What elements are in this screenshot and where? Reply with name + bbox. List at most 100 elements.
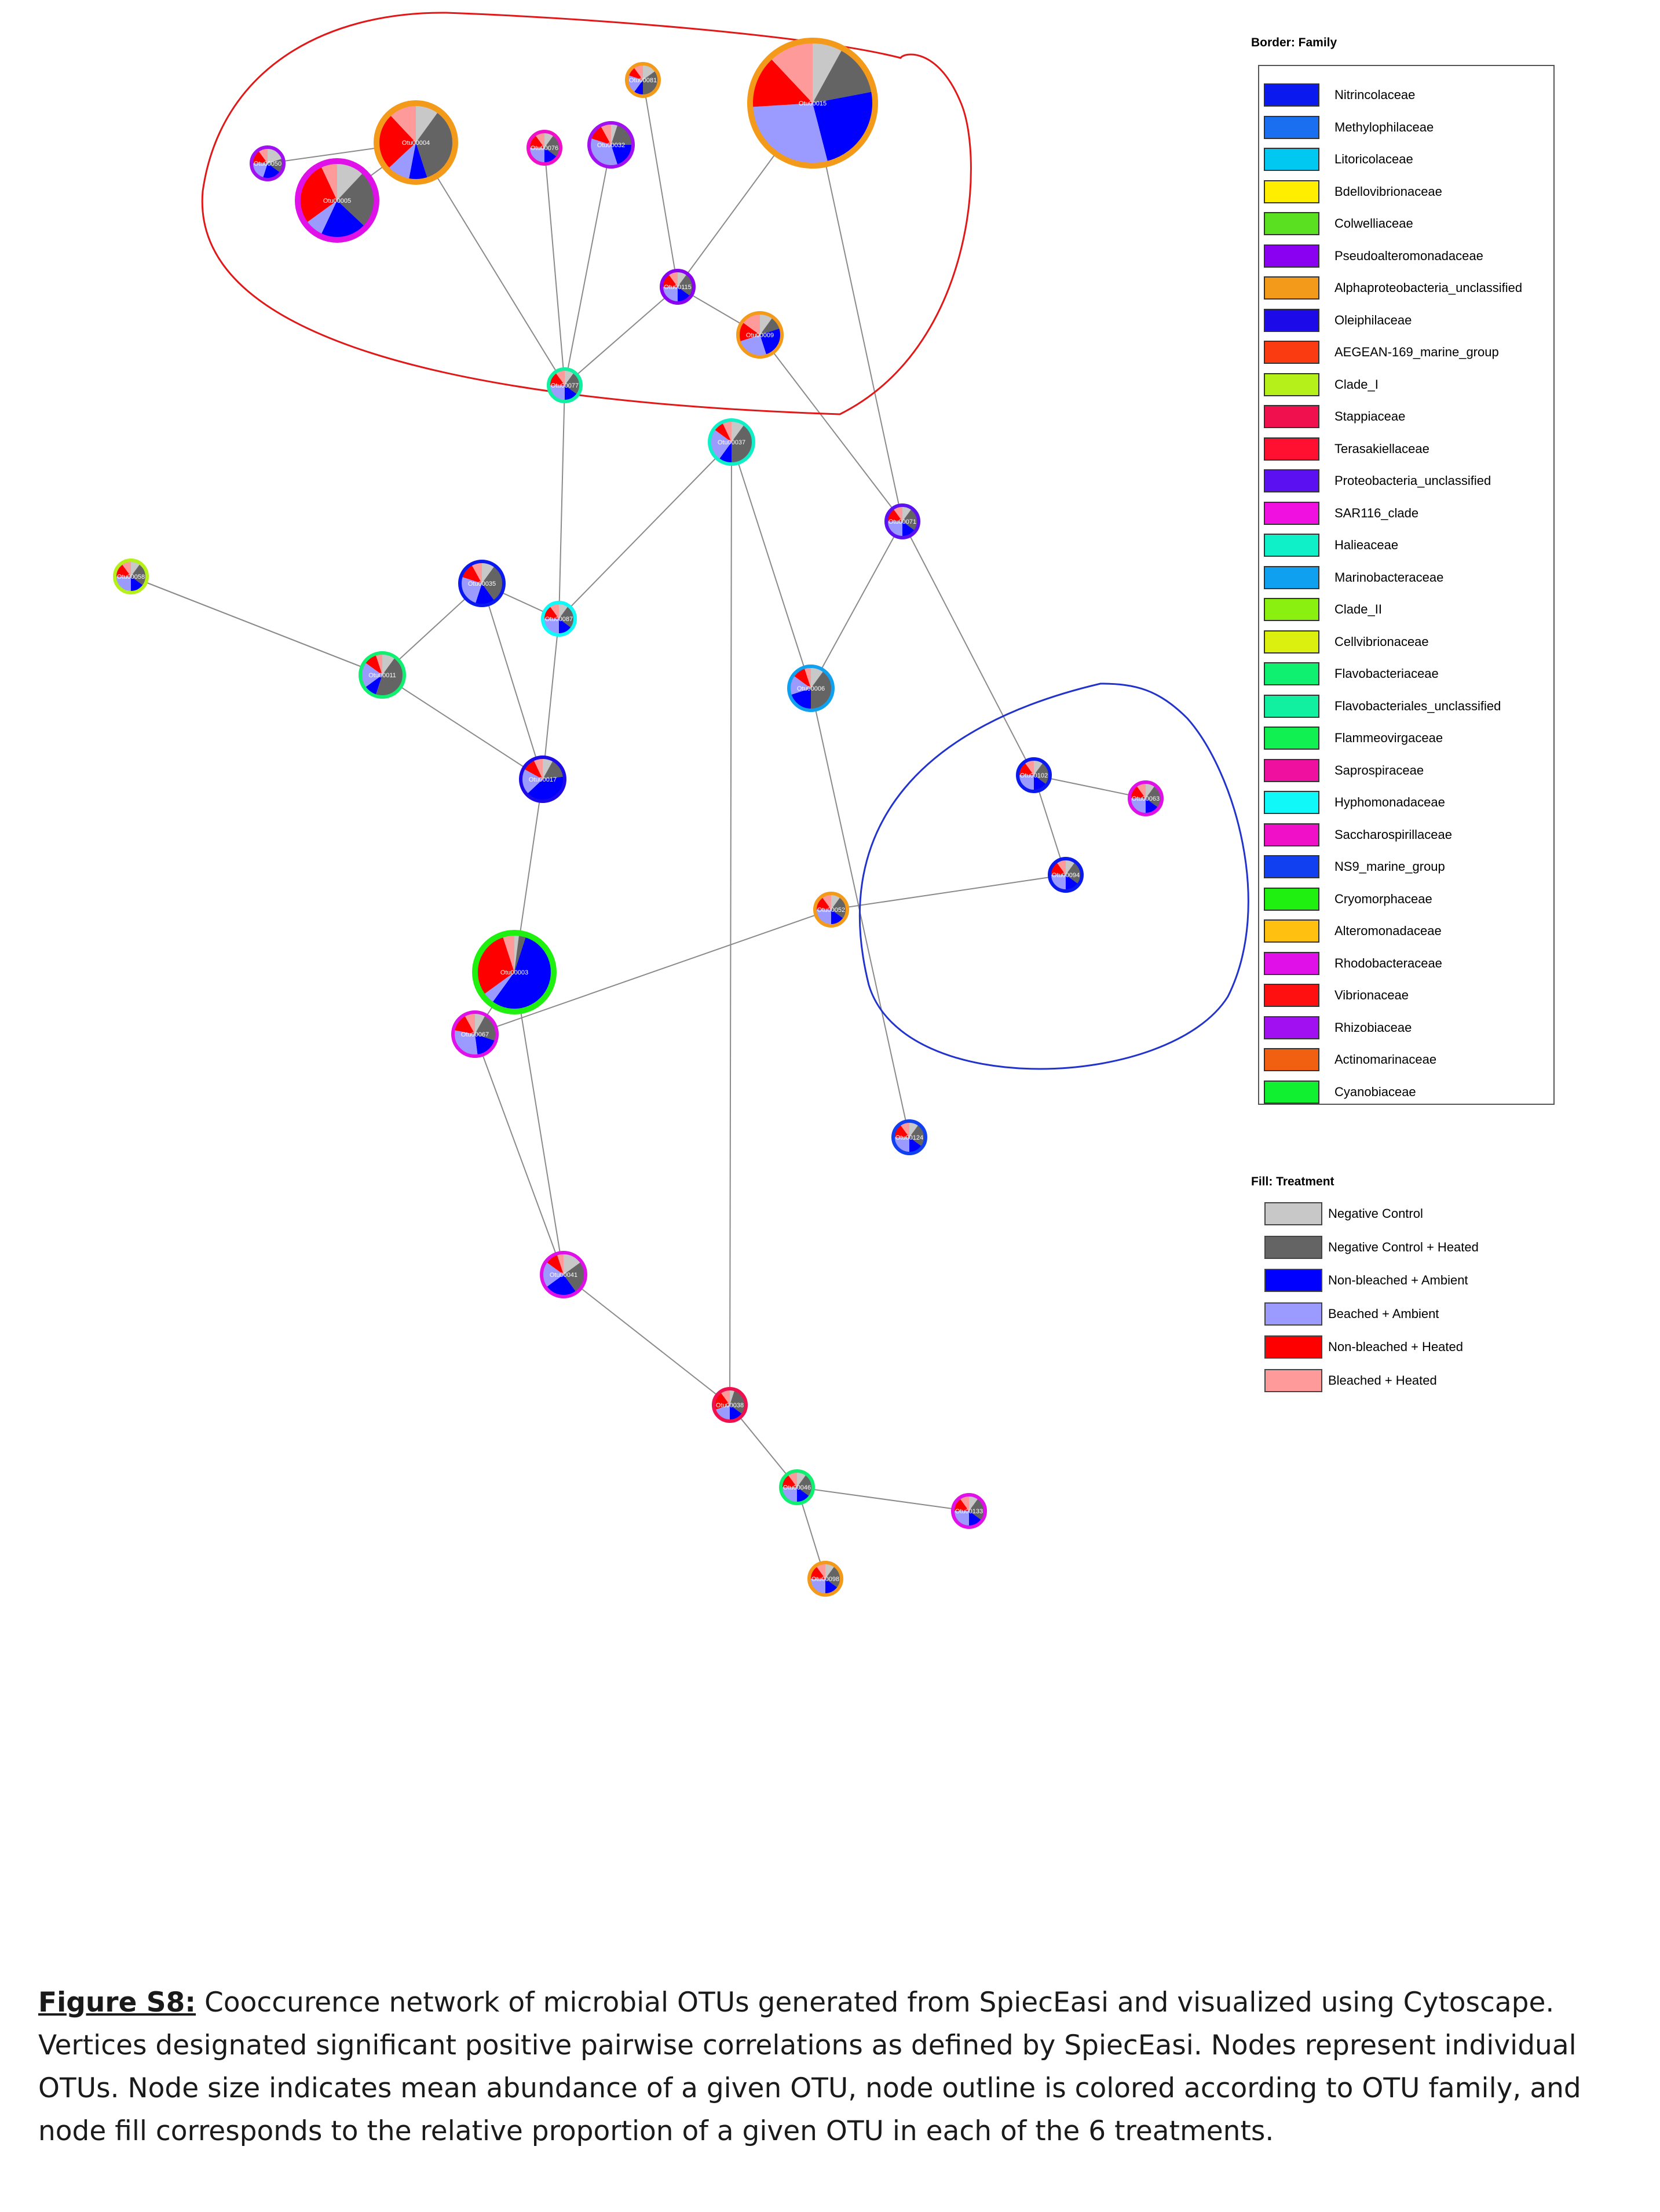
network-edge (558, 385, 565, 619)
pie-slice (115, 576, 131, 593)
fill-legend-item: Non-bleached + Ambient (1264, 1269, 1468, 1292)
pie-slice (893, 1137, 909, 1154)
otu-node: Otu00017 (519, 755, 566, 803)
pie-slice (305, 200, 337, 236)
pie-slice (813, 41, 843, 103)
network-edge (564, 286, 678, 386)
node-border (587, 121, 635, 169)
network-edge (810, 521, 903, 689)
family-legend-item: SAR116_clade (1264, 501, 1418, 525)
family-legend-label: Actinomarinaceae (1334, 1052, 1437, 1067)
family-legend-item: Marinobacteraceae (1264, 565, 1443, 589)
family-legend-label: NS9_marine_group (1334, 859, 1445, 874)
family-legend-item: Flammeovirgaceae (1264, 727, 1443, 750)
network-edge (514, 972, 564, 1275)
pie-slice (1050, 875, 1066, 891)
pie-slice (258, 147, 268, 163)
node-border (708, 418, 755, 466)
family-legend-label: Terasakiellaceae (1334, 441, 1429, 456)
pie-slice (1146, 782, 1156, 798)
family-legend-swatch (1264, 1016, 1319, 1039)
family-legend-swatch (1264, 887, 1319, 911)
node-border (747, 38, 878, 169)
family-legend-label: Rhizobiaceae (1334, 1020, 1412, 1035)
pie-slice (360, 662, 382, 688)
pie-slice (789, 675, 811, 695)
family-legend-swatch (1264, 565, 1319, 589)
node-label: Otu00098 (811, 1576, 839, 1583)
family-legend-item: Hyphomonadaceae (1264, 791, 1445, 814)
family-legend-swatch (1264, 662, 1319, 685)
node-label: Otu00087 (545, 616, 573, 623)
otu-node: Otu00076 (526, 130, 562, 166)
fill-legend-label: Bleached + Heated (1328, 1373, 1437, 1388)
pie-slice (482, 565, 504, 601)
otu-node: Otu00032 (587, 121, 635, 169)
family-legend-label: Flammeovirgaceae (1334, 731, 1443, 745)
family-legend-label: Oleiphilaceae (1334, 312, 1412, 327)
network-edge (902, 521, 1034, 776)
pie-slice (611, 145, 633, 166)
node-label: Otu00037 (718, 439, 745, 446)
family-legend-item: Saccharospirillaceae (1264, 823, 1452, 846)
pie-slice (268, 158, 284, 173)
network-edge (415, 142, 565, 386)
family-legend-item: Alteromonadaceae (1264, 919, 1442, 943)
family-legend-item: Methylophilaceae (1264, 115, 1434, 139)
pie-slice (969, 1495, 979, 1511)
node-label: Otu00115 (664, 284, 692, 291)
family-legend-label: Hyphomonadaceae (1334, 795, 1445, 809)
pie-slice (514, 933, 520, 972)
node-label: Otu00041 (550, 1272, 577, 1279)
family-legend-label: Clade_I (1334, 377, 1379, 392)
family-legend-item: AEGEAN-169_marine_group (1264, 341, 1499, 364)
family-legend-label: Colwelliaceae (1334, 216, 1413, 231)
family-legend-swatch (1264, 469, 1319, 492)
family-legend-swatch (1264, 373, 1319, 396)
family-legend-item: Nitrincolaceae (1264, 83, 1415, 107)
pie-slice (787, 1471, 797, 1487)
network-edge (1033, 775, 1146, 799)
pie-slice (902, 508, 919, 531)
pie-slice (718, 442, 732, 464)
pie-slice (797, 1471, 807, 1487)
pie-slice (549, 603, 559, 619)
node-border (660, 269, 696, 305)
node-border (1048, 857, 1084, 893)
otu-node: Otu00009 (736, 311, 784, 359)
pie-slice (668, 271, 678, 287)
caption-text: Cooccurence network of microbial OTUs ge… (38, 1987, 1581, 2147)
node-label: Otu00063 (1132, 795, 1160, 802)
pie-slice (298, 165, 337, 224)
node-label: Otu00003 (500, 969, 528, 976)
node-border (526, 130, 562, 166)
otu-node: Otu00006 (787, 665, 835, 712)
node-border (374, 100, 458, 185)
pie-slice (969, 1498, 986, 1521)
pie-slice (678, 271, 688, 287)
fill-legend-swatch (1264, 1269, 1322, 1292)
family-legend-swatch (1264, 598, 1319, 621)
family-legend-item: Clade_I (1264, 373, 1379, 396)
pie-slice (760, 313, 773, 335)
network-edge (796, 1487, 970, 1512)
pie-slice (714, 422, 732, 442)
family-legend-swatch (1264, 276, 1319, 300)
node-label: Otu00017 (529, 776, 557, 783)
otu-node: Otu00003 (472, 930, 557, 1014)
otu-node: Otu00050 (250, 145, 286, 181)
family-legend-swatch (1264, 791, 1319, 814)
pie-slice (714, 1405, 730, 1421)
family-legend-label: Saccharospirillaceae (1334, 827, 1452, 842)
otu-node: Otu00063 (1128, 780, 1164, 816)
node-label: Otu00004 (402, 140, 430, 147)
network-nodes: Otu00015Otu00004Otu00005Otu00003Otu00032… (113, 38, 1164, 1597)
pie-slice (900, 1121, 909, 1137)
node-border (113, 559, 149, 594)
node-label: Otu00005 (323, 198, 351, 205)
pie-slice (909, 1121, 919, 1137)
pie-slice (337, 161, 364, 200)
node-border (787, 665, 835, 712)
pie-slice (471, 561, 482, 583)
node-label: Otu00038 (716, 1402, 744, 1409)
